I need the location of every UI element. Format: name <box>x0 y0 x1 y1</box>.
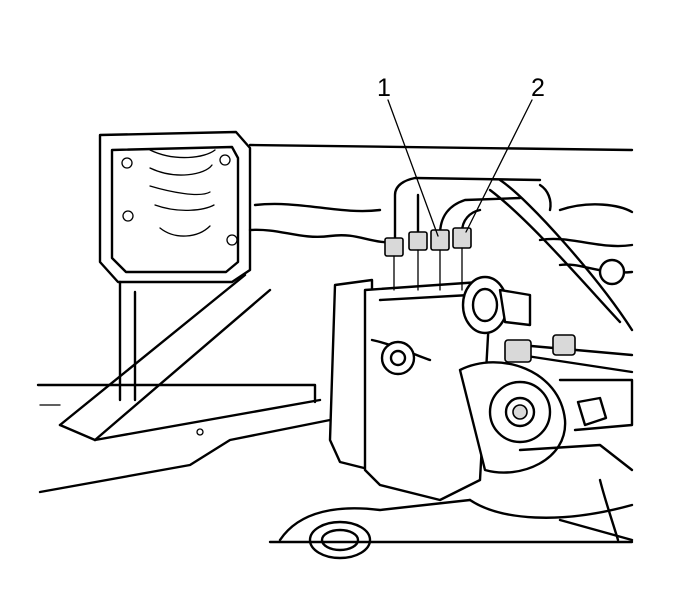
brake-lines <box>393 176 634 374</box>
right-side-components <box>468 203 634 542</box>
callout-1-label: 1 <box>377 74 391 102</box>
brake-line-fittings <box>384 227 576 363</box>
lower-bracket <box>268 478 634 560</box>
electrical-connector <box>461 275 532 335</box>
mounting-bracket-plate <box>98 130 252 284</box>
callout-leaders <box>387 99 533 237</box>
abs-modulator-body <box>328 278 492 502</box>
frame-rail <box>36 143 634 494</box>
pump-motor <box>458 361 567 474</box>
callout-2-label: 2 <box>531 74 545 102</box>
